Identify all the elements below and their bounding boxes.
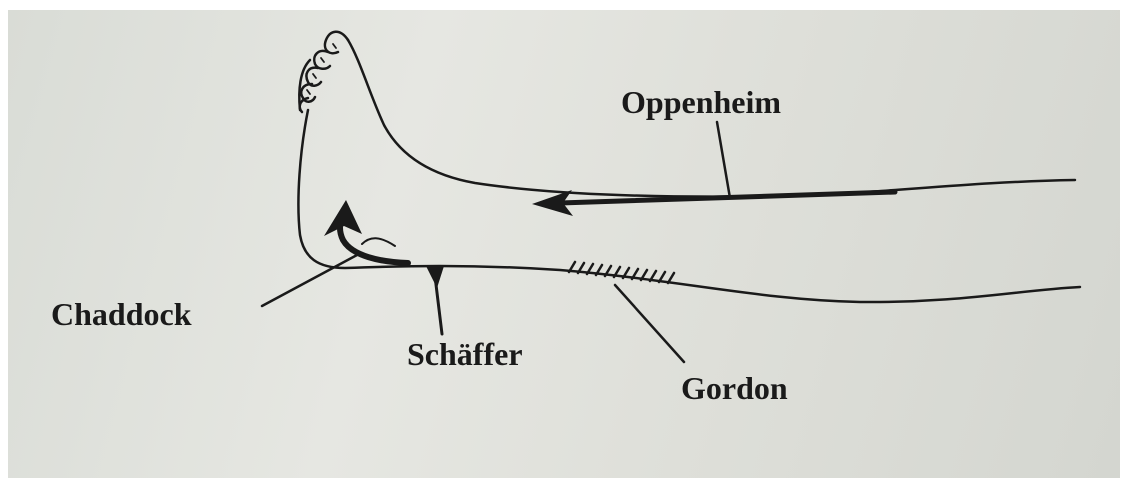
leg-lower-outline [298, 110, 1080, 302]
gordon-label: Gordon [681, 372, 788, 404]
schaffer-label: Schäffer [407, 338, 523, 370]
oppenheim-label: Oppenheim [621, 86, 781, 118]
oppenheim-leader-line [717, 122, 730, 198]
chaddock-leader-line [262, 255, 357, 306]
gordon-leader-line [615, 285, 684, 362]
chaddock-label: Chaddock [51, 298, 192, 330]
toes-outline [300, 32, 348, 112]
ankle-contour [362, 238, 395, 246]
